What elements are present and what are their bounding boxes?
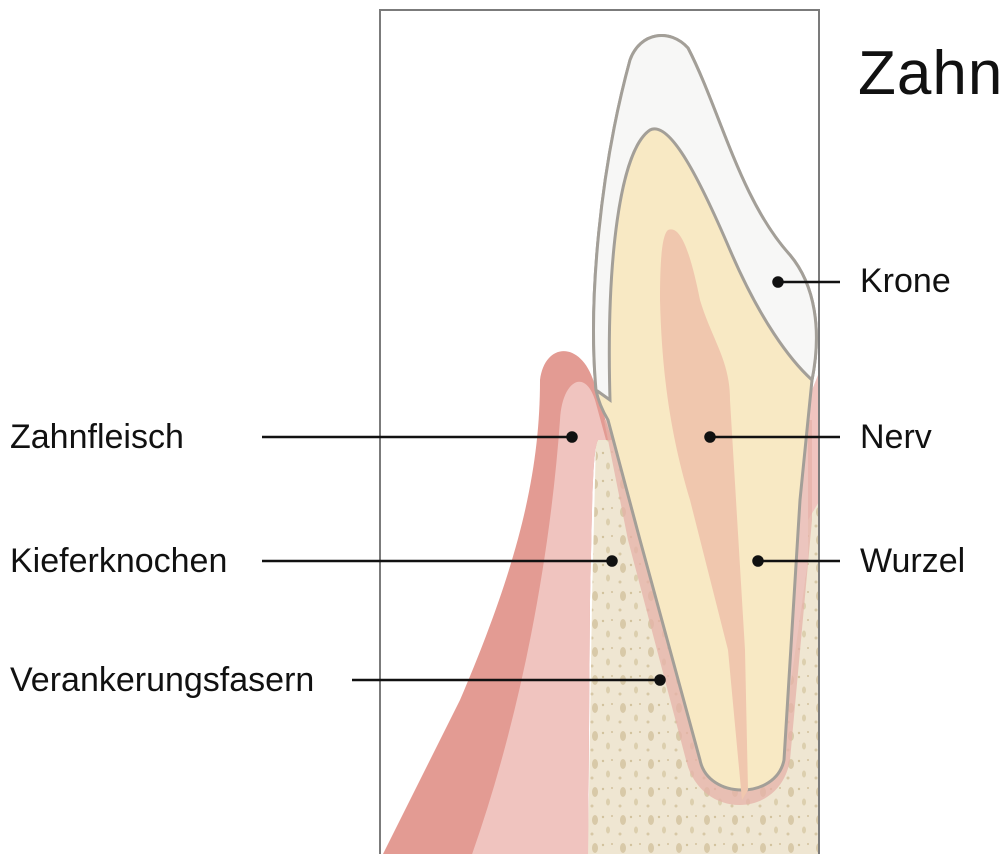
label-root: Wurzel [860,544,965,578]
diagram-title: Zahn [858,38,1003,109]
label-crown: Krone [860,264,951,298]
label-fibers: Verankerungsfasern [10,663,314,697]
label-gum: Zahnfleisch [10,420,184,454]
label-jawbone: Kieferknochen [10,544,227,578]
label-nerve: Nerv [860,420,932,454]
